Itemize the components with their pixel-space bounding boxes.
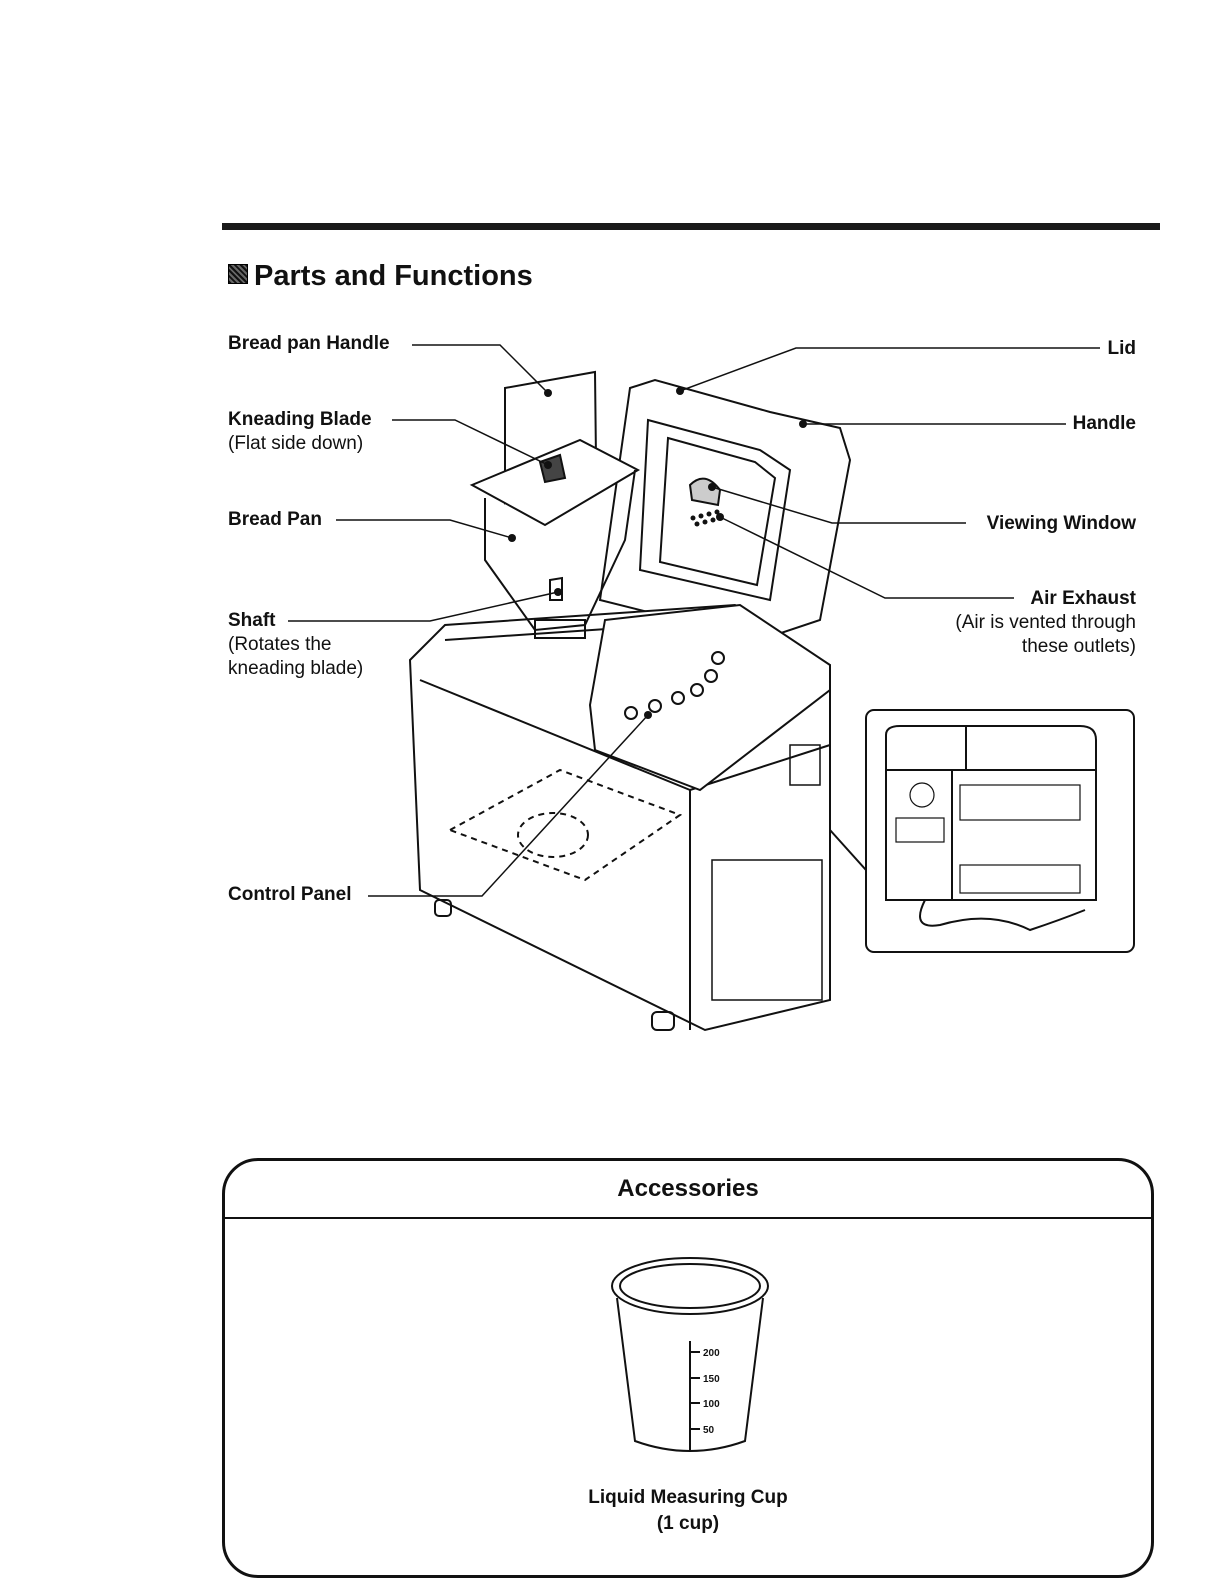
- scale-mark-50: 50: [703, 1425, 715, 1436]
- label-control-panel: Control Panel: [228, 884, 352, 905]
- bread-pan-drawing: [469, 370, 641, 639]
- label-shaft: Shaft: [228, 610, 276, 631]
- label-air-exhaust-note-1: (Air is vented through: [955, 612, 1136, 633]
- lid-drawing: [598, 378, 852, 642]
- label-bread-pan-handle: Bread pan Handle: [228, 333, 390, 354]
- rear-view-inset: [829, 709, 1135, 953]
- label-kneading-blade: Kneading Blade: [228, 409, 372, 430]
- label-shaft-note-1: (Rotates the: [228, 634, 332, 655]
- accessory-caption: Liquid Measuring Cup (1 cup): [225, 1485, 1151, 1537]
- header-rule: [222, 223, 1160, 230]
- page-title: Parts and Functions: [228, 260, 533, 293]
- label-bread-pan: Bread Pan: [228, 509, 322, 530]
- leader-lines: [288, 344, 1100, 897]
- accessory-item-note: (1 cup): [656, 1513, 720, 1534]
- accessories-title: Accessories: [617, 1175, 759, 1202]
- leader-dots: [508, 387, 807, 719]
- label-lid: Lid: [1107, 338, 1137, 359]
- measuring-cup-drawing: 200 150 100 50: [611, 1257, 769, 1452]
- scale-mark-200: 200: [703, 1348, 720, 1359]
- scale-mark-100: 100: [703, 1399, 720, 1410]
- label-kneading-blade-note: (Flat side down): [228, 433, 364, 454]
- label-handle: Handle: [1072, 413, 1136, 434]
- scale-mark-150: 150: [703, 1374, 720, 1385]
- machine-body-drawing: [408, 603, 831, 1032]
- label-air-exhaust: Air Exhaust: [1030, 588, 1136, 609]
- bullet-square-icon: [228, 264, 248, 284]
- side-vents: [711, 744, 823, 1001]
- control-panel-buttons: [624, 651, 725, 720]
- accessories-box: Accessories 200 150 100 50 Liquid Measur…: [222, 1158, 1154, 1578]
- label-air-exhaust-note-2: these outlets): [1021, 636, 1136, 657]
- accessories-divider: [225, 1217, 1151, 1219]
- label-shaft-note-2: kneading blade): [228, 658, 364, 679]
- bread-maker-diagram: [288, 344, 1135, 1032]
- accessory-item-name: Liquid Measuring Cup: [588, 1487, 788, 1508]
- label-viewing-window: Viewing Window: [986, 513, 1136, 534]
